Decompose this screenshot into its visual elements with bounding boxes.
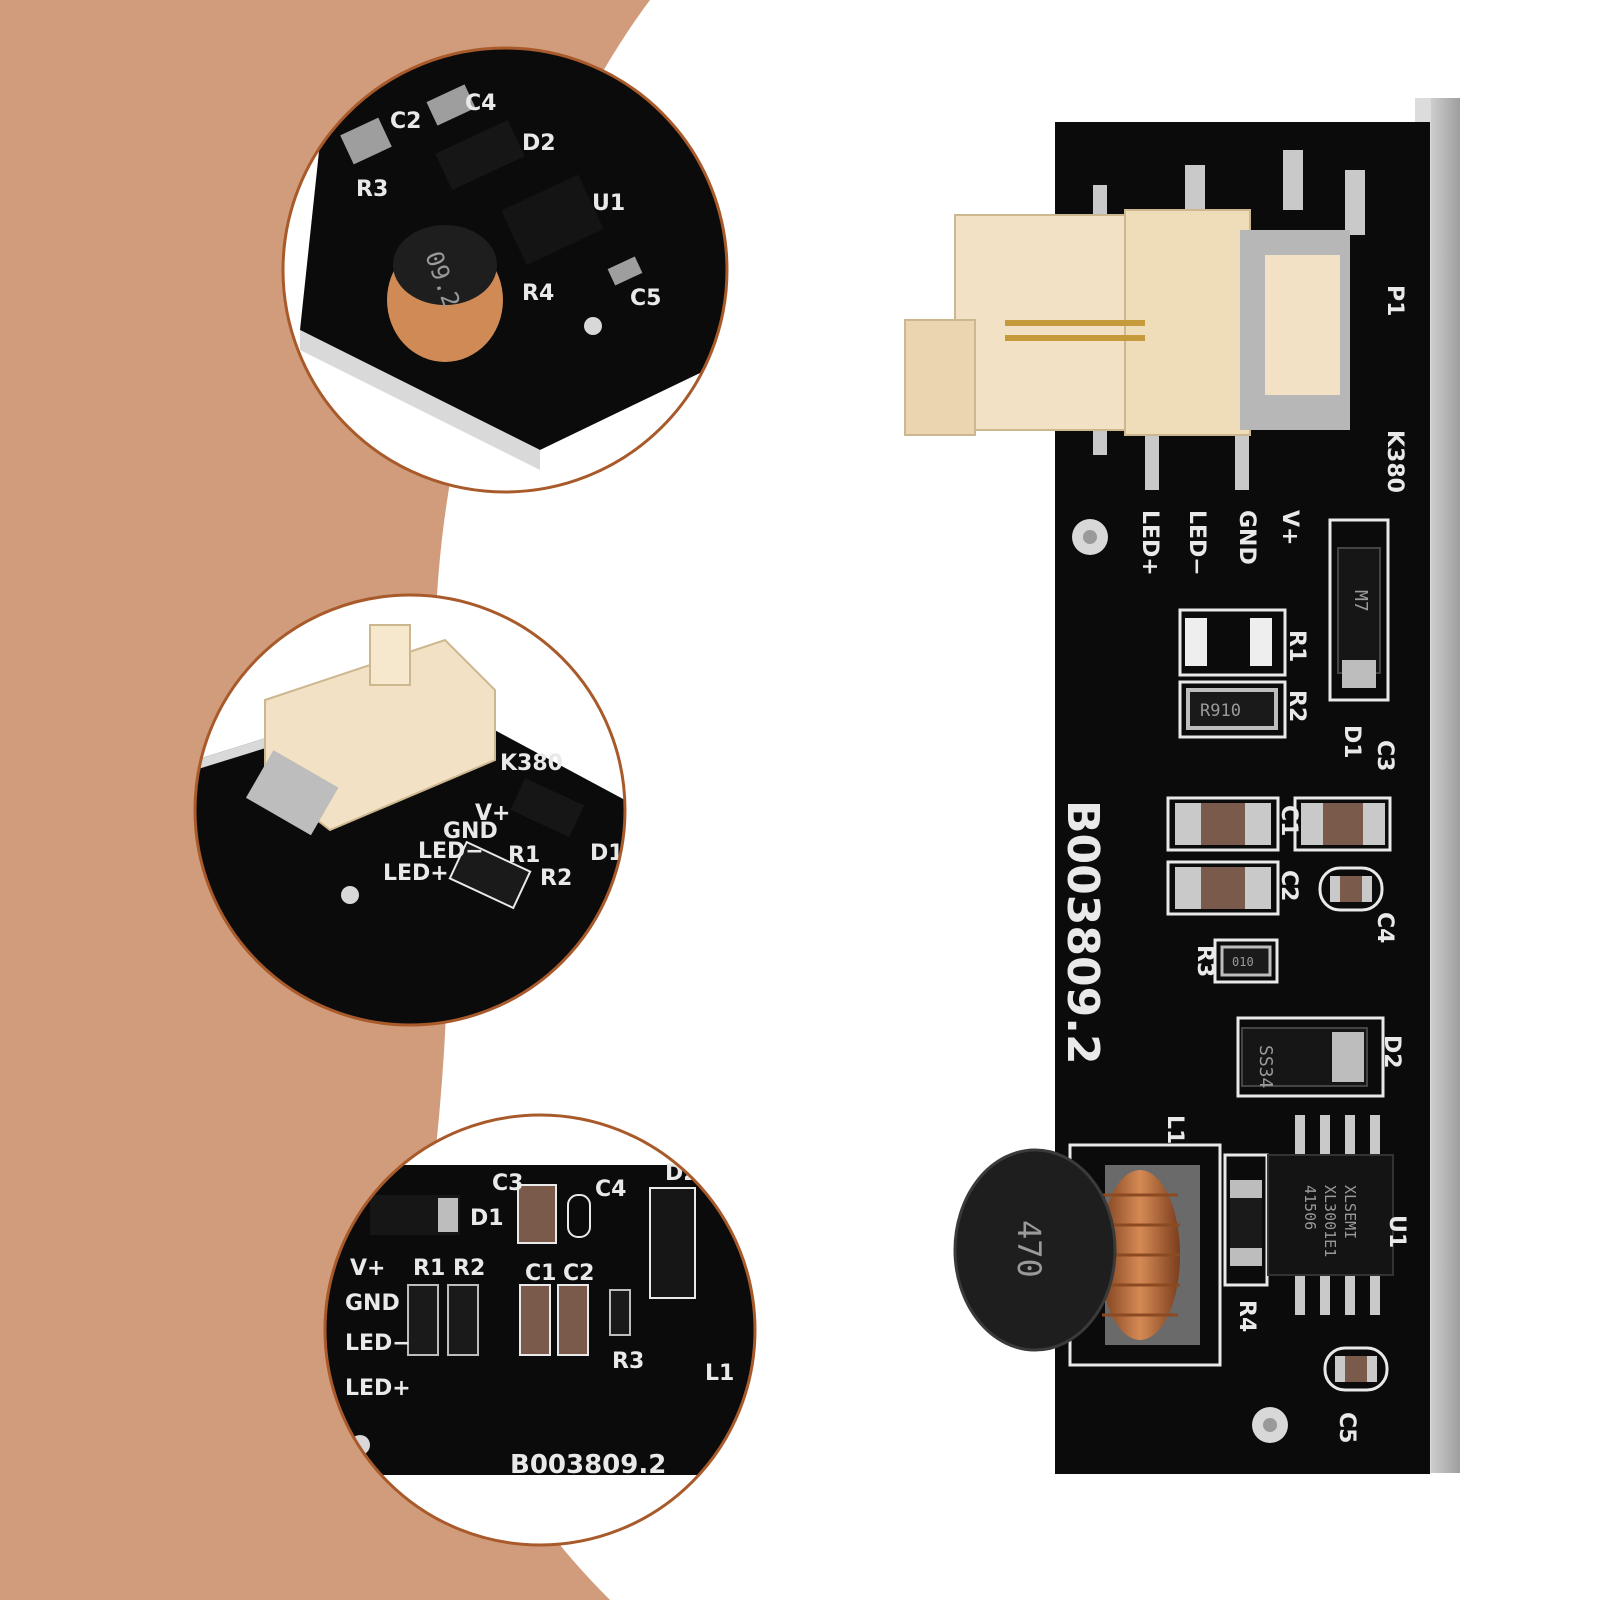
svg-text:C3: C3 bbox=[492, 1171, 523, 1196]
ref-c3: C3 bbox=[1372, 740, 1397, 771]
capacitor-c2 bbox=[1166, 860, 1280, 916]
inductor-l1: 470 bbox=[953, 1148, 1200, 1352]
svg-text:R2: R2 bbox=[453, 1256, 485, 1281]
resistor-r1-pad bbox=[1185, 618, 1207, 666]
svg-text:LED−: LED− bbox=[345, 1331, 411, 1356]
svg-text:470: 470 bbox=[1010, 1220, 1048, 1278]
svg-text:R3: R3 bbox=[612, 1349, 644, 1374]
inset-bottom-detail: C3 C4 D2 D1 V+ GND LED− LED+ R1 R2 C1 C2… bbox=[323, 1113, 757, 1547]
ref-r4: R4 bbox=[1234, 1300, 1259, 1332]
ref-c5: C5 bbox=[1334, 1412, 1359, 1443]
pin-label-led-minus: LED− bbox=[1184, 510, 1209, 576]
ref-c1: C1 bbox=[1276, 805, 1301, 836]
model-label: K380 bbox=[1382, 430, 1407, 493]
ref-c4: C4 bbox=[1372, 912, 1397, 943]
svg-text:D1: D1 bbox=[470, 1206, 504, 1231]
inset-middle-detail: K380 V+ GND LED− LED+ R1 R2 D1 bbox=[193, 593, 627, 1027]
ref-r3: R3 bbox=[1192, 945, 1217, 977]
resistor-r3 bbox=[1220, 945, 1272, 977]
svg-text:R910: R910 bbox=[1200, 701, 1241, 721]
svg-text:LED+: LED+ bbox=[345, 1376, 411, 1401]
svg-text:LED−: LED− bbox=[418, 839, 484, 864]
svg-text:C2: C2 bbox=[390, 109, 421, 134]
ref-c2: C2 bbox=[1276, 870, 1301, 901]
ic-u1: XLSEMI XL3001E1 41506 bbox=[1267, 1115, 1394, 1315]
resistor-r2 bbox=[1186, 688, 1278, 730]
ref-r2: R2 bbox=[1284, 690, 1309, 722]
svg-text:R3: R3 bbox=[356, 177, 388, 202]
capacitor-c3 bbox=[1293, 796, 1392, 852]
svg-text:R1: R1 bbox=[413, 1256, 445, 1281]
svg-text:V+: V+ bbox=[350, 1256, 385, 1281]
connector-ref-label: P1 bbox=[1382, 285, 1407, 316]
svg-text:L1: L1 bbox=[705, 1361, 734, 1386]
board-code: B003809.2 bbox=[1057, 800, 1108, 1065]
pin-label-led-plus: LED+ bbox=[1137, 510, 1162, 576]
inset-connector bbox=[245, 624, 496, 836]
svg-text:C1: C1 bbox=[525, 1261, 556, 1286]
svg-text:D2: D2 bbox=[665, 1161, 699, 1186]
ref-d1: D1 bbox=[1339, 725, 1364, 759]
svg-text:R2: R2 bbox=[540, 866, 572, 891]
svg-text:010: 010 bbox=[1232, 955, 1254, 969]
svg-text:B003809.2: B003809.2 bbox=[510, 1450, 666, 1480]
svg-text:SS34: SS34 bbox=[1255, 1045, 1276, 1088]
pin-label-gnd: GND bbox=[1234, 510, 1259, 565]
svg-text:XL3001E1: XL3001E1 bbox=[1321, 1185, 1339, 1257]
svg-text:XLSEMI: XLSEMI bbox=[1341, 1185, 1359, 1239]
pin-label-vplus: V+ bbox=[1277, 510, 1302, 545]
svg-text:GND: GND bbox=[345, 1291, 400, 1316]
svg-text:41506: 41506 bbox=[1301, 1185, 1319, 1230]
svg-text:K380: K380 bbox=[500, 751, 563, 776]
ref-l1: L1 bbox=[1162, 1115, 1187, 1144]
svg-text:R4: R4 bbox=[522, 281, 554, 306]
svg-text:M7: M7 bbox=[1350, 590, 1371, 612]
svg-text:U1: U1 bbox=[592, 191, 625, 216]
svg-text:R1: R1 bbox=[508, 843, 540, 868]
svg-text:GND: GND bbox=[443, 819, 498, 844]
svg-text:C4: C4 bbox=[465, 91, 496, 116]
connector-housing bbox=[904, 209, 1350, 436]
svg-text:C4: C4 bbox=[595, 1177, 626, 1202]
ref-u1: U1 bbox=[1384, 1215, 1409, 1248]
svg-text:D2: D2 bbox=[522, 131, 556, 156]
main-pcb: P1 K380 V+ GND LED− LED+ M7 D1 R1 R910 R… bbox=[904, 98, 1460, 1474]
ref-d2: D2 bbox=[1379, 1035, 1404, 1069]
inset-top-detail: 09.2 C4 C2 D2 R3 U1 R4 C5 bbox=[281, 46, 729, 494]
capacitor-c1 bbox=[1166, 796, 1280, 852]
svg-text:V+: V+ bbox=[475, 801, 510, 826]
svg-text:LED+: LED+ bbox=[383, 861, 449, 886]
svg-text:C5: C5 bbox=[630, 286, 661, 311]
svg-text:C2: C2 bbox=[563, 1261, 594, 1286]
ref-r1: R1 bbox=[1284, 630, 1309, 662]
